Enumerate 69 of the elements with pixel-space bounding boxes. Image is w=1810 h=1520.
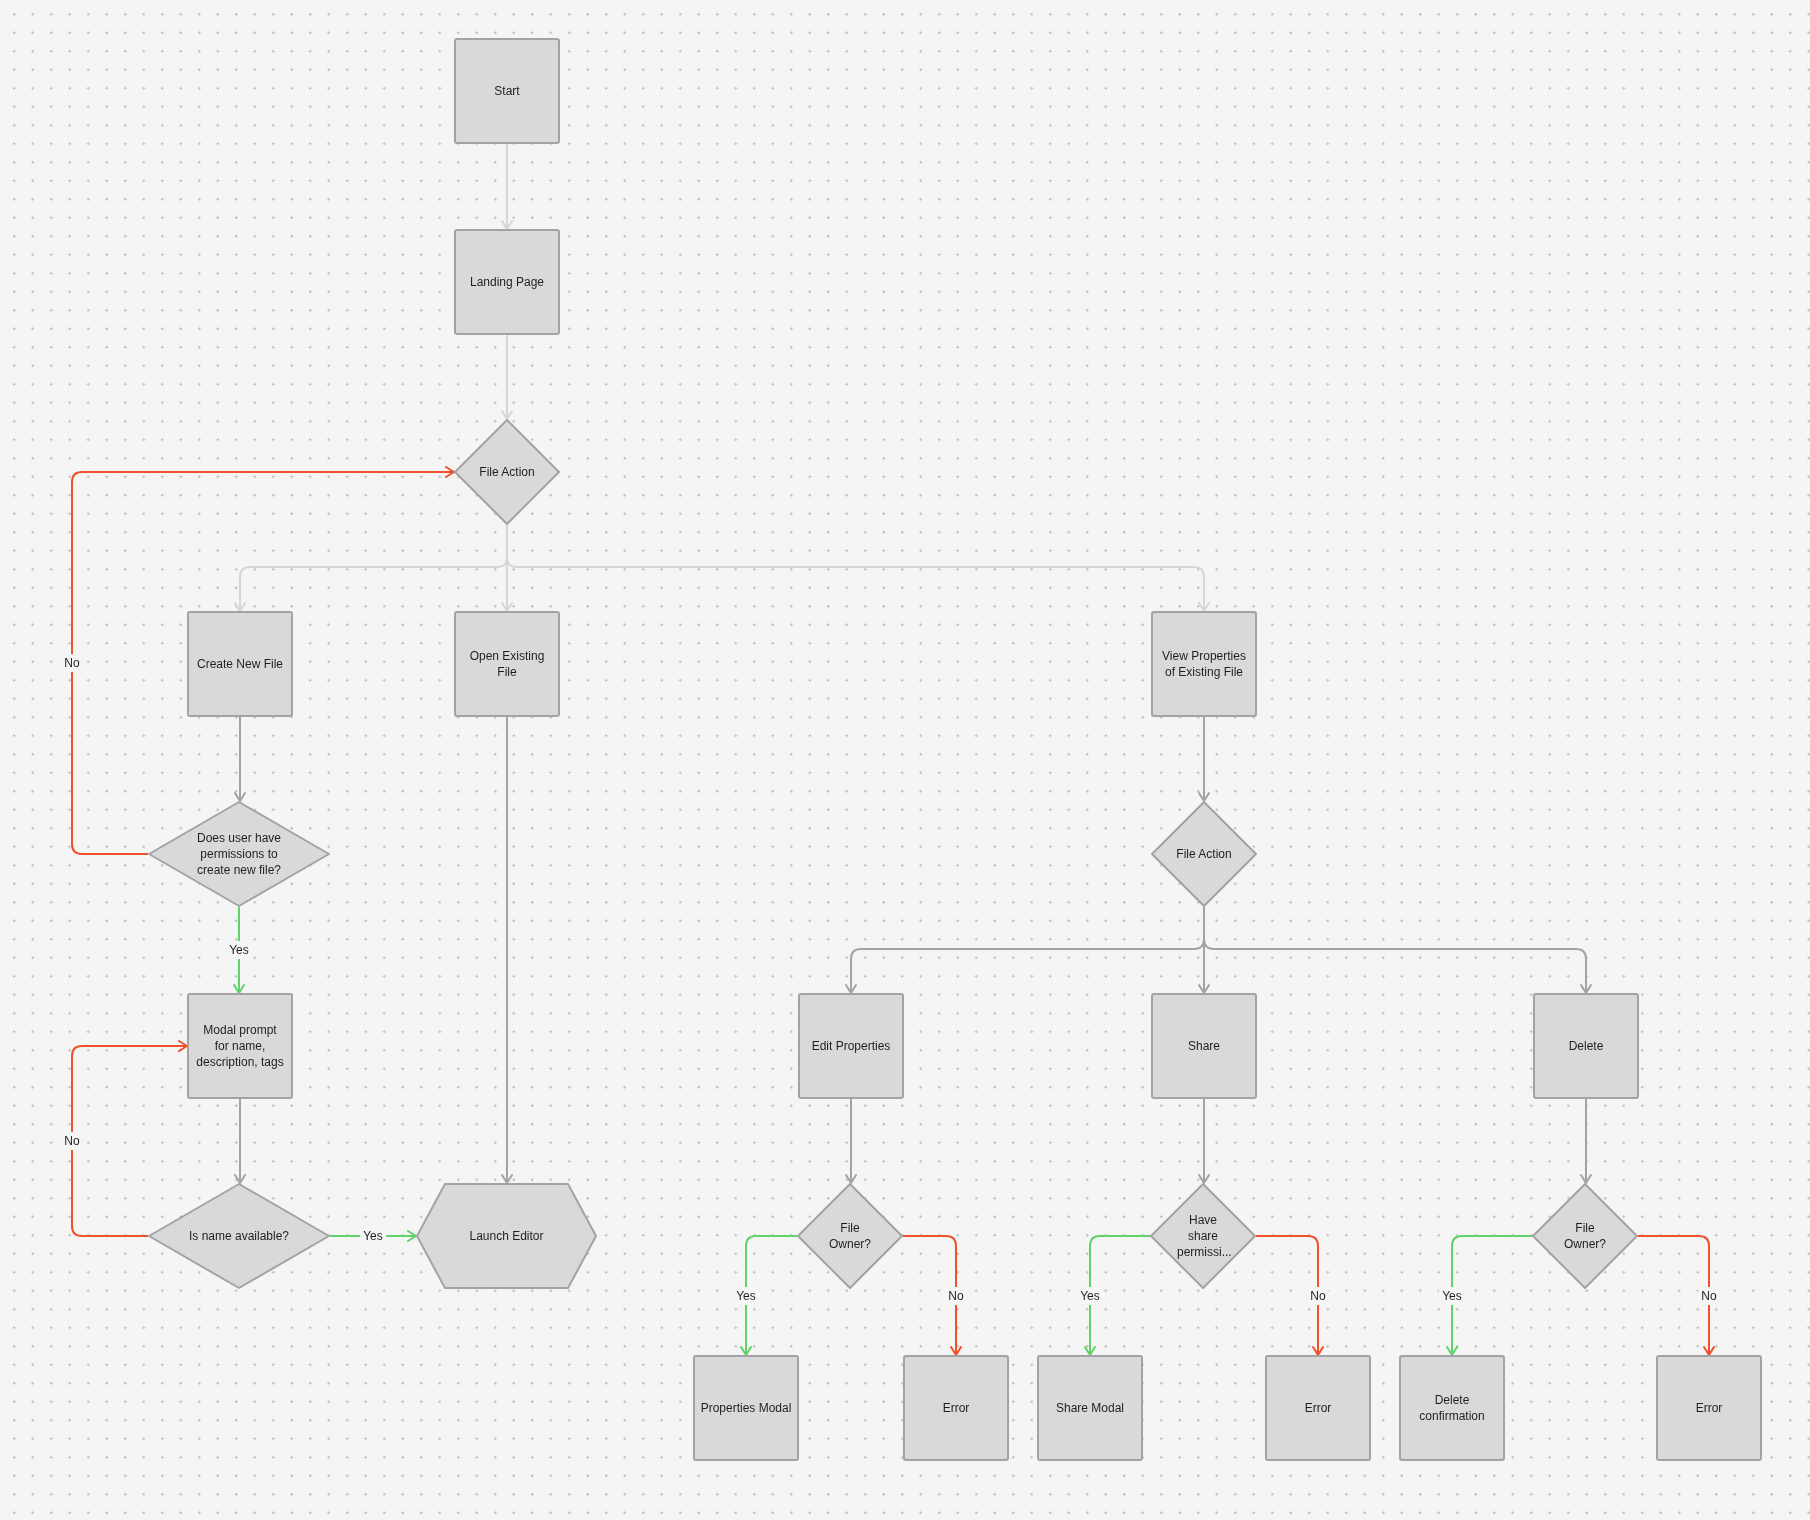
process-box [454, 229, 560, 335]
arrow [740, 1235, 798, 1356]
node-label: File Owner? [1563, 1220, 1607, 1252]
edge-label: Yes [226, 941, 252, 959]
arrow [902, 1235, 962, 1356]
arrow [501, 334, 513, 420]
arrow [71, 1040, 188, 1237]
node-label: Share [1188, 1038, 1220, 1054]
node-label: Launch Editor [469, 1228, 544, 1244]
arrow [234, 1098, 246, 1184]
node-label: View Properties of Existing File [1161, 648, 1247, 680]
process-box [187, 993, 293, 1099]
node-label: Error [1304, 1400, 1332, 1416]
decision-diamond [148, 1183, 330, 1289]
node-label: Properties Modal [700, 1400, 792, 1416]
edge-label: No [1698, 1286, 1720, 1305]
edge-label: Yes [733, 1286, 759, 1305]
process-box [454, 611, 560, 717]
node-label: Share Modal [1055, 1400, 1124, 1416]
process-box [1151, 611, 1257, 717]
edge-label: Yes [1439, 1286, 1465, 1305]
node-label: File Owner? [828, 1220, 872, 1252]
process-box [903, 1355, 1009, 1461]
node-label: Error [942, 1400, 970, 1416]
process-box [798, 993, 904, 1099]
decision-diamond [1150, 1183, 1256, 1289]
node-label: Edit Properties [811, 1038, 891, 1054]
process-box [1533, 993, 1639, 1099]
arrow [501, 716, 513, 1184]
node-label: Create New File [197, 656, 283, 672]
arrow [1084, 1235, 1151, 1356]
decision-diamond [797, 1183, 903, 1289]
arrow [1637, 1235, 1715, 1356]
edge-label: No [1307, 1286, 1329, 1305]
decision-diamond [1532, 1183, 1638, 1289]
node-label: File Action [1176, 846, 1232, 862]
node-label: Error [1695, 1400, 1723, 1416]
process-box [187, 611, 293, 717]
decision-diamond [454, 419, 560, 525]
node-label: Landing Page [469, 274, 545, 290]
node-label: Modal prompt for name, description, tags [195, 1022, 285, 1070]
node-label: Have share permissi... [1177, 1212, 1229, 1260]
hexagon-shape [416, 1183, 597, 1289]
node-label: Does user have permissions to create new file? [195, 830, 282, 878]
arrow [1580, 1098, 1592, 1184]
decision-diamond [148, 801, 330, 907]
arrow [234, 716, 246, 802]
arrow [1198, 1098, 1210, 1184]
node-label: Delete [1568, 1038, 1604, 1054]
arrow [71, 466, 455, 855]
arrow [1198, 716, 1210, 802]
process-box [1037, 1355, 1143, 1461]
edge-label: Yes [1077, 1286, 1103, 1305]
decision-diamond [1151, 801, 1257, 907]
process-box [1151, 993, 1257, 1099]
arrow [1255, 1235, 1324, 1356]
arrow [1446, 1235, 1533, 1356]
process-box [693, 1355, 799, 1461]
node-label: Open Existing File [468, 648, 546, 680]
node-label: Delete confirmation [1418, 1392, 1486, 1424]
node-label: Is name available? [188, 1228, 290, 1244]
arrow [501, 143, 513, 230]
process-box [1399, 1355, 1505, 1461]
process-box [1265, 1355, 1371, 1461]
node-label: Start [494, 83, 520, 99]
process-box [1656, 1355, 1762, 1461]
process-box [454, 38, 560, 144]
node-label: File Action [479, 464, 535, 480]
arrow [845, 1098, 857, 1184]
